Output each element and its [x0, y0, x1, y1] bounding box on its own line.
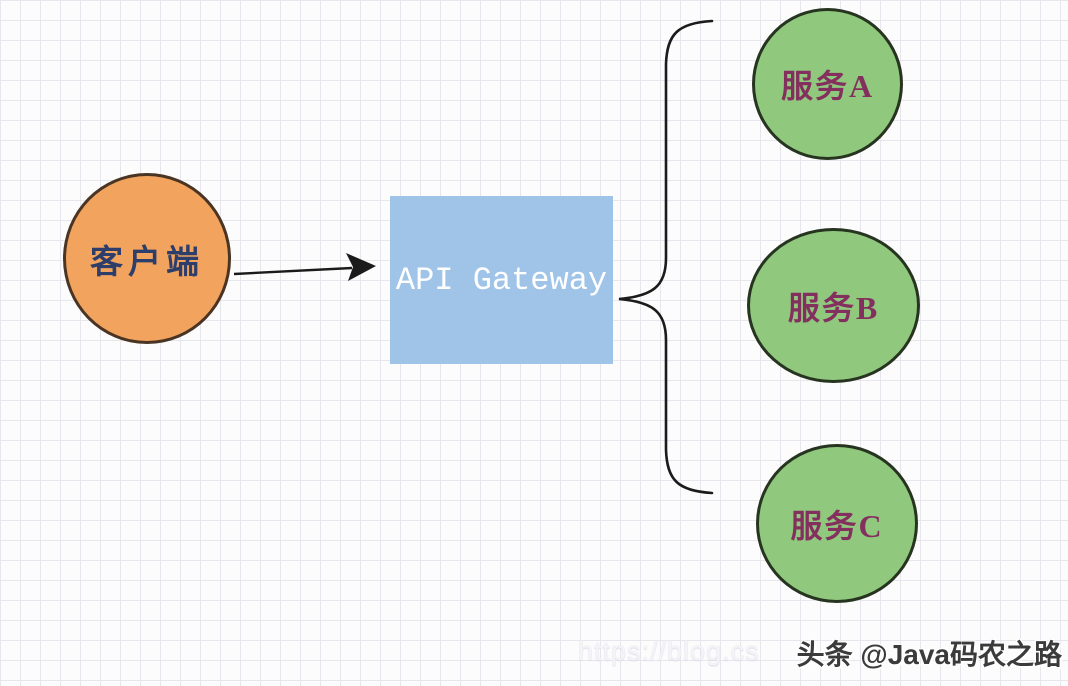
service-b-node: 服务B: [747, 228, 920, 383]
api-gateway-label: API Gateway: [395, 261, 608, 299]
service-c-label: 服务C: [790, 507, 884, 544]
credit-watermark: 头条 @Java码农之路: [796, 639, 1062, 670]
client-node: 客户端: [63, 173, 231, 344]
client-label: 客户端: [90, 244, 204, 281]
faded-url-watermark: https://blog.cs: [578, 636, 760, 666]
api-gateway-node: API Gateway: [390, 196, 613, 364]
service-a-node: 服务A: [752, 8, 903, 160]
service-a-label: 服务A: [780, 68, 875, 104]
service-c-node: 服务C: [756, 444, 918, 603]
service-b-label: 服务B: [787, 289, 880, 326]
